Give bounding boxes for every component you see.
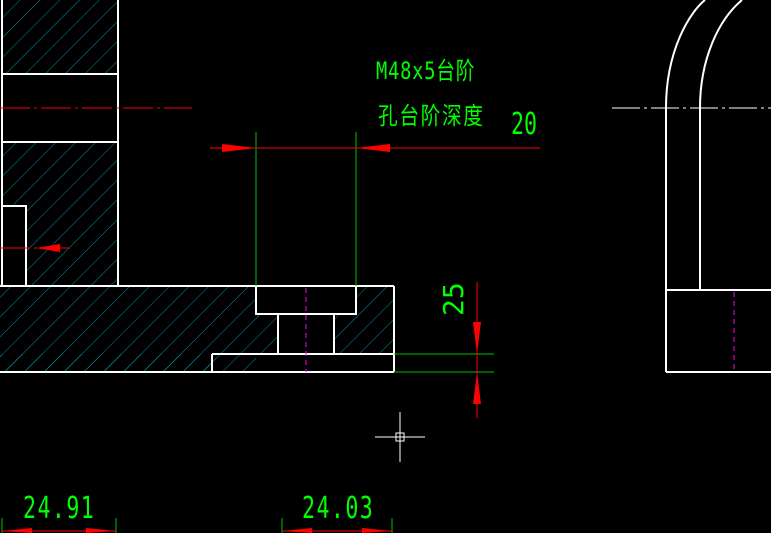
dimension-text-24-03[interactable]: 24.03 <box>302 491 375 526</box>
note-counterbore-spec[interactable]: M48x5台阶 <box>376 57 476 85</box>
dimension-width-20 <box>210 132 540 286</box>
side-view-outline <box>665 0 771 373</box>
leader-arrow-left <box>36 244 60 252</box>
dimension-text-25[interactable]: 25 <box>437 282 470 316</box>
part-outline <box>0 0 395 373</box>
dimension-text-24-91[interactable]: 24.91 <box>23 491 96 526</box>
hidden-lines <box>305 288 735 372</box>
section-hatching <box>0 0 394 372</box>
dimension-depth-25 <box>394 282 494 418</box>
note-counterbore-depth[interactable]: 孔台阶深度 <box>378 102 485 130</box>
crosshair-cursor-icon <box>375 412 425 462</box>
bottom-dimension-lines <box>1 518 393 533</box>
dimension-text-20[interactable]: 20 <box>511 107 538 142</box>
